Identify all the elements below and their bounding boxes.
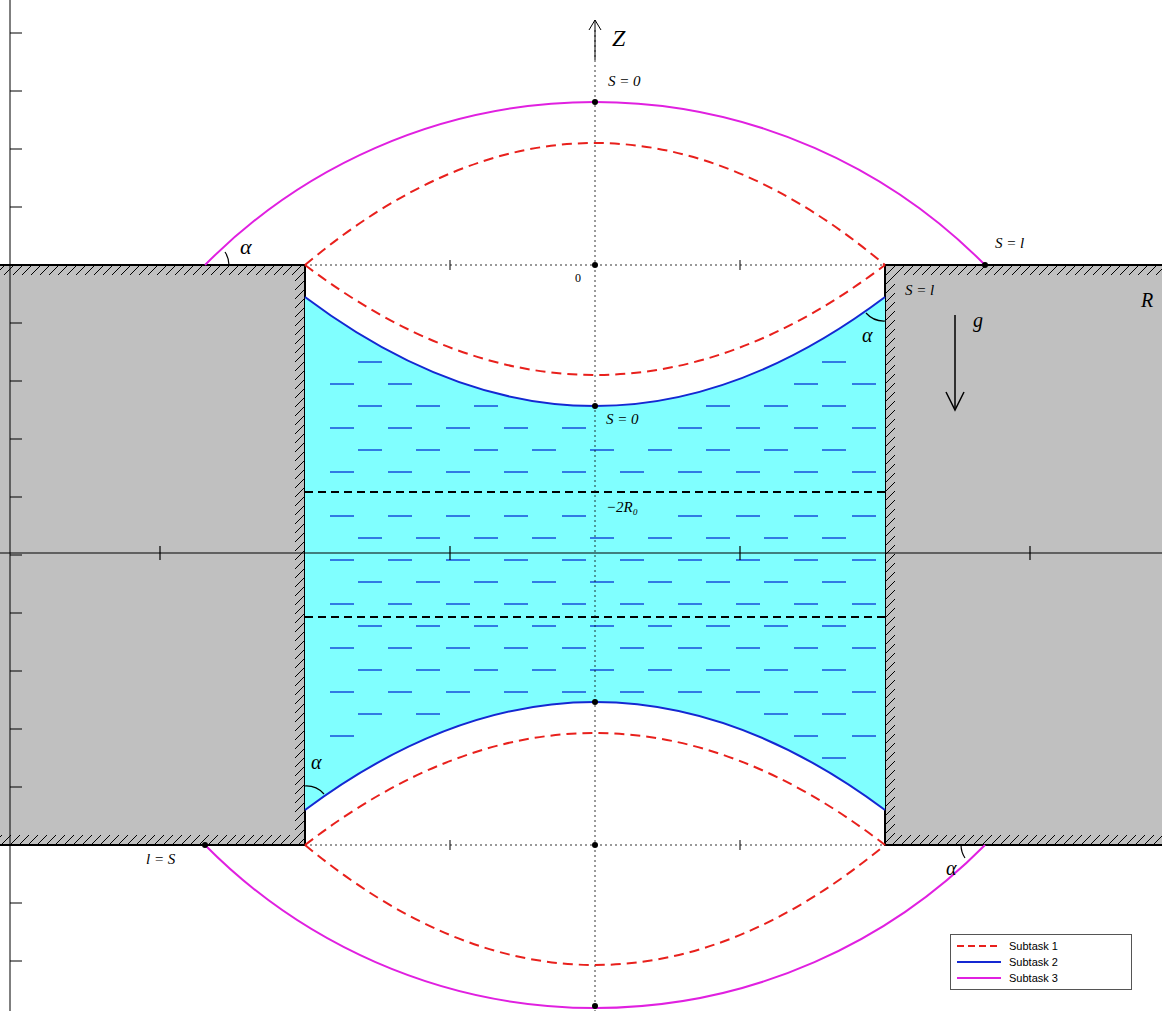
hatching (885, 835, 1162, 845)
legend-sample (955, 973, 1003, 983)
label: α (862, 325, 873, 345)
label: l = S (146, 852, 175, 867)
z-axis (595, 20, 596, 60)
label: α (240, 236, 252, 258)
legend-row: Subtask 1 (955, 938, 1127, 954)
legend-sample (955, 941, 1003, 951)
label: g⃗ (973, 310, 999, 330)
hatching (0, 835, 305, 845)
label: α (311, 752, 322, 772)
axis-ticks (450, 260, 740, 850)
legend-text: Subtask 2 (1009, 956, 1058, 968)
solid-block (0, 265, 305, 845)
middle-line (0, 552, 1162, 553)
angle-arc (225, 252, 965, 858)
legend-row: Subtask 3 (955, 970, 1127, 986)
legend-row: Subtask 2 (955, 954, 1127, 970)
hatching (0, 265, 305, 275)
wall-outline (0, 265, 1162, 845)
legend-text: Subtask 3 (1009, 972, 1058, 984)
axis-ticks (10, 33, 22, 961)
legend-text: Subtask 1 (1009, 940, 1058, 952)
point-marker (202, 99, 988, 1009)
label: S = 0 (606, 412, 639, 427)
label: α (946, 858, 957, 878)
left-axis (10, 0, 11, 1011)
solid-block (885, 265, 1162, 845)
hatching (295, 265, 305, 845)
hatching (885, 265, 895, 845)
dotted-guide (305, 30, 885, 1011)
subtask3-surface (205, 102, 985, 1008)
legend: Subtask 1 Subtask 2 Subtask 3 (950, 934, 1132, 990)
label: S = l (995, 236, 1024, 251)
hatching (885, 265, 1162, 275)
arrowhead (946, 392, 964, 410)
arrowhead (589, 20, 601, 30)
label: S = 0 (606, 74, 643, 89)
label: S = l (905, 283, 934, 298)
liquid-dashes (330, 362, 876, 758)
subtask1-surface (305, 143, 885, 965)
label: R (1141, 290, 1153, 310)
label: 0 (575, 272, 581, 284)
label: −2R₀ (606, 500, 638, 515)
label: Z (612, 26, 625, 50)
gravity-arrow (954, 315, 956, 408)
legend-sample (955, 957, 1003, 967)
axis-ticks (160, 546, 1030, 560)
